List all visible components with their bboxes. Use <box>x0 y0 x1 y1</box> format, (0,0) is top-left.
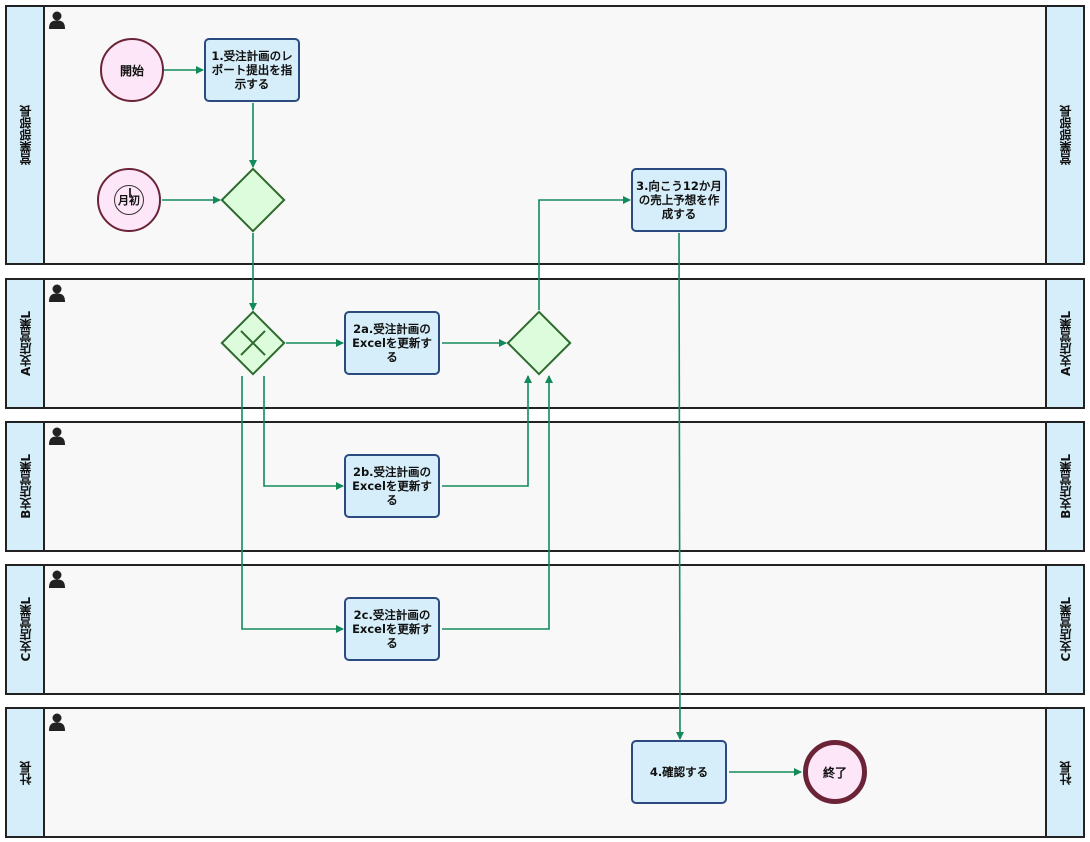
lane-a-branch: A支店営業L A支店営業L <box>5 278 1085 409</box>
task-label: 3.向こう12か月の売上予想を作成する <box>636 179 722 221</box>
start-event: 開始 <box>100 38 164 102</box>
flow-parallel-to-task2c <box>241 376 344 633</box>
lane-sales-director: 営業部部長 営業部部長 <box>5 5 1085 265</box>
lane-header-left: 営業部部長 <box>7 7 45 263</box>
task-label: 1.受注計画のレポート提出を指示する <box>211 49 293 91</box>
flow-join-to-task3 <box>538 196 631 310</box>
lane-header-right: B支店営業L <box>1045 423 1083 550</box>
task-2a-update-excel[interactable]: 2a.受注計画のExcelを更新する <box>344 311 440 375</box>
task-2c-update-excel[interactable]: 2c.受注計画のExcelを更新する <box>344 597 440 661</box>
start-event-label: 開始 <box>119 63 144 78</box>
lane-b-branch: B支店営業L B支店営業L <box>5 421 1085 552</box>
flow-task3-to-task4 <box>675 232 684 740</box>
task-4-confirm[interactable]: 4.確認する <box>631 740 727 804</box>
person-icon <box>49 570 65 588</box>
timer-start-event: 月初 <box>97 168 161 232</box>
lane-president: 社長 社長 <box>5 707 1085 838</box>
flow-parallel-to-task2b <box>263 376 344 490</box>
task-2b-update-excel[interactable]: 2b.受注計画のExcelを更新する <box>344 454 440 518</box>
lane-header-right: 社長 <box>1045 709 1083 836</box>
lane-header-right: C支店営業L <box>1045 566 1083 693</box>
flow-task2c-to-join <box>442 375 553 630</box>
person-icon <box>49 284 65 302</box>
clock-icon: 月初 <box>114 185 144 215</box>
lane-header-left: A支店営業L <box>7 280 45 407</box>
task-label: 4.確認する <box>649 765 709 779</box>
task-label: 2a.受注計画のExcelを更新する <box>352 322 432 364</box>
person-icon <box>49 427 65 445</box>
task-label: 2c.受注計画のExcelを更新する <box>352 608 432 650</box>
person-icon <box>49 713 65 731</box>
timer-event-label: 月初 <box>118 194 140 207</box>
lane-header-left: B支店営業L <box>7 423 45 550</box>
flow-task2b-to-join <box>442 375 532 487</box>
lane-header-right: 営業部部長 <box>1045 7 1083 263</box>
task-3-sales-forecast[interactable]: 3.向こう12か月の売上予想を作成する <box>631 168 727 232</box>
task-label: 2b.受注計画のExcelを更新する <box>352 465 432 507</box>
lane-header-left: C支店営業L <box>7 566 45 693</box>
lane-header-left: 社長 <box>7 709 45 836</box>
lane-header-right: A支店営業L <box>1045 280 1083 407</box>
person-icon <box>49 11 65 29</box>
task-1-instruct-report[interactable]: 1.受注計画のレポート提出を指示する <box>204 38 300 102</box>
end-event-label: 終了 <box>822 765 847 780</box>
end-event: 終了 <box>803 740 867 804</box>
clock-hand <box>129 188 131 197</box>
